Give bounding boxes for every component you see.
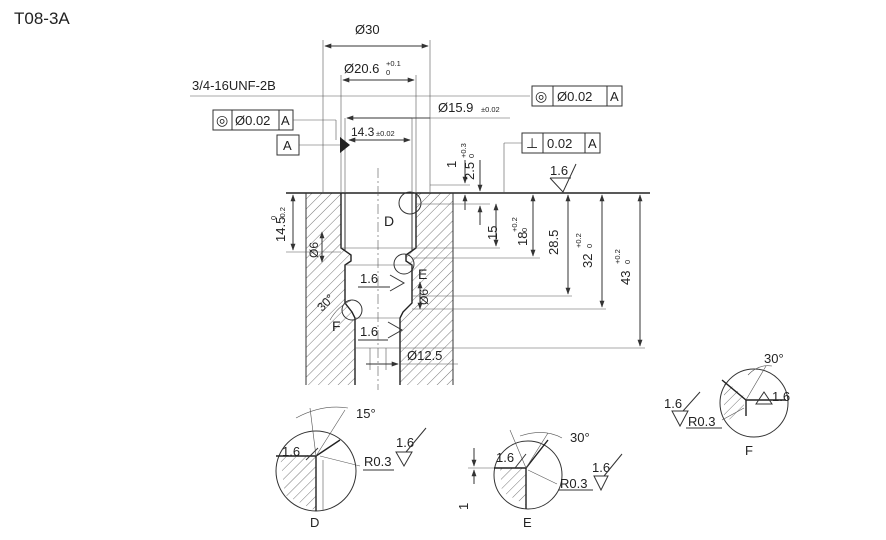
dim-d206: Ø20.6 — [344, 61, 379, 76]
svg-text:F: F — [745, 443, 753, 458]
svg-text:1.6: 1.6 — [360, 271, 378, 286]
svg-text:A: A — [610, 89, 619, 104]
dim-d6-right: Ø6 — [417, 281, 431, 310]
svg-text:1: 1 — [456, 503, 471, 510]
svg-text:Ø12.5: Ø12.5 — [407, 348, 442, 363]
concentricity-symbol-left: ◎ — [216, 112, 228, 128]
svg-text:1.6: 1.6 — [664, 396, 682, 411]
svg-text:0.02: 0.02 — [547, 136, 572, 151]
svg-text:32: 32 — [580, 254, 595, 268]
roughness-f-main: 1.6 — [358, 321, 404, 341]
svg-text:D: D — [310, 515, 319, 530]
datum-a-box: A — [276, 134, 350, 156]
svg-text:1.6: 1.6 — [550, 163, 568, 178]
svg-text:+0.2: +0.2 — [574, 233, 583, 248]
svg-text:0: 0 — [467, 154, 476, 158]
concentricity-symbol: ◎ — [535, 88, 547, 104]
svg-text:28.5: 28.5 — [546, 230, 561, 255]
svg-text:Ø6: Ø6 — [417, 289, 431, 305]
thread-callout: 3/4-16UNF-2B — [192, 78, 276, 93]
datum-triangle — [340, 137, 350, 153]
dim-w143-tol: ±0.02 — [376, 129, 395, 138]
dim-d159: Ø15.9 — [438, 100, 473, 115]
detail-label-d: D — [384, 213, 394, 229]
svg-text:A: A — [281, 113, 290, 128]
cavity-section: D E F — [286, 168, 650, 390]
svg-text:+0.2: +0.2 — [510, 217, 519, 232]
svg-text:30°: 30° — [570, 430, 590, 445]
detail-label-f: F — [332, 318, 341, 334]
svg-text:18: 18 — [515, 232, 530, 246]
detail-e: 30° 1.6 R0.3 1.6 1 E — [456, 429, 623, 530]
svg-text:Ø6: Ø6 — [307, 242, 321, 258]
fcf-right-concentricity: ◎ Ø0.02 A — [531, 85, 623, 107]
svg-text:1.6: 1.6 — [282, 444, 300, 459]
detail-label-e: E — [418, 266, 427, 282]
svg-text:1.6: 1.6 — [772, 389, 790, 404]
svg-text:1: 1 — [444, 161, 459, 168]
svg-text:Ø0.02: Ø0.02 — [557, 89, 592, 104]
svg-text:R0.3: R0.3 — [560, 476, 587, 491]
top-dimensions: Ø30 Ø20.6 +0.1 0 3/4-16UNF-2B Ø15.9 ±0.0… — [190, 22, 530, 193]
svg-text:R0.3: R0.3 — [688, 414, 715, 429]
svg-text:-0.2: -0.2 — [278, 207, 287, 220]
svg-text:0: 0 — [269, 216, 278, 220]
vertical-dimensions: 1 2.5 +0.3 0 15 18 +0.2 0 28.5 32 +0.2 0… — [400, 143, 645, 349]
svg-text:E: E — [523, 515, 532, 530]
detail-f: 30° 1.6 R0.3 1.6 F — [664, 351, 790, 458]
detail-circle-d — [398, 191, 422, 215]
svg-text:0: 0 — [623, 260, 632, 264]
drawing-title: T08-3A — [14, 9, 70, 28]
svg-text:15: 15 — [485, 226, 500, 240]
svg-text:+0.3: +0.3 — [459, 143, 468, 158]
svg-text:R0.3: R0.3 — [364, 454, 391, 469]
roughness-top: 1.6 — [549, 163, 577, 193]
dim-d206-upper: +0.1 — [386, 59, 401, 68]
svg-text:0: 0 — [585, 244, 594, 248]
detail-circle-e — [393, 253, 415, 275]
fcf-perpendicularity: ⊥ 0.02 A — [503, 132, 601, 193]
detail-d: 15° 1.6 R0.3 1.6 D — [275, 406, 427, 530]
dim-d125: Ø12.5 — [366, 348, 458, 367]
roughness-e-main: 1.6 — [358, 271, 406, 292]
svg-text:1.6: 1.6 — [360, 324, 378, 339]
dim-d30: Ø30 — [355, 22, 380, 37]
svg-text:2.5: 2.5 — [462, 162, 477, 180]
svg-text:15°: 15° — [356, 406, 376, 421]
svg-text:A: A — [283, 138, 292, 153]
svg-text:30°: 30° — [764, 351, 784, 366]
svg-text:+0.2: +0.2 — [613, 249, 622, 264]
svg-text:43: 43 — [618, 271, 633, 285]
dim-w143: 14.3 — [351, 125, 375, 139]
perpendicular-symbol: ⊥ — [526, 135, 538, 151]
svg-text:1.6: 1.6 — [496, 450, 514, 465]
svg-text:Ø0.02: Ø0.02 — [235, 113, 270, 128]
svg-text:1.6: 1.6 — [396, 435, 414, 450]
svg-text:A: A — [588, 136, 597, 151]
dim-d206-lower: 0 — [386, 68, 390, 77]
dim-d159-tol: ±0.02 — [481, 105, 500, 114]
fcf-left-concentricity: ◎ Ø0.02 A — [212, 109, 337, 140]
svg-text:0: 0 — [520, 228, 529, 232]
svg-text:14.5: 14.5 — [273, 217, 288, 242]
svg-text:1.6: 1.6 — [592, 460, 610, 475]
